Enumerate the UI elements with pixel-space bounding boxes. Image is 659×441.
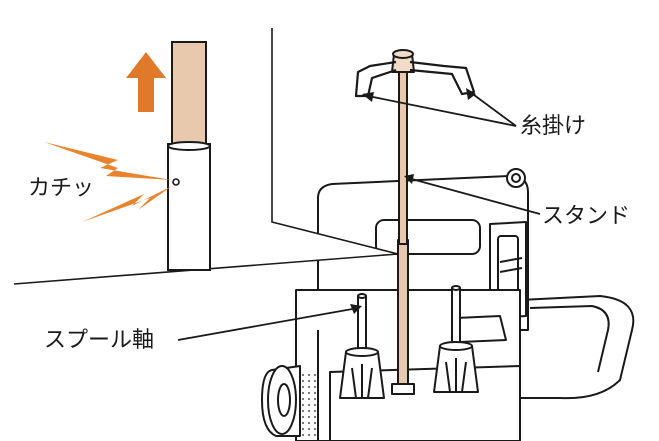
click-sound-label: カチッ <box>28 176 95 201</box>
spool-pin-label: スプール軸 <box>44 328 155 353</box>
thread-stand <box>354 49 476 395</box>
spool-pin-right <box>433 285 479 393</box>
handwheel-texture <box>300 370 318 441</box>
up-arrow-icon <box>126 52 166 112</box>
spool-pin-left <box>339 293 385 399</box>
leader-arrowheads <box>350 88 476 314</box>
inset-view <box>0 0 399 285</box>
zigzag-spark-icon <box>44 142 172 222</box>
thread-guide-label: 糸掛け <box>520 114 587 139</box>
leader-lines <box>177 91 541 341</box>
stand-label: スタンド <box>542 204 631 229</box>
